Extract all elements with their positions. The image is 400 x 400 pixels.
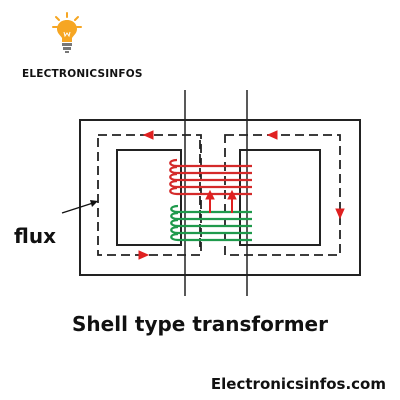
lightbulb-logo-icon bbox=[52, 12, 82, 53]
diagram-caption: Shell type transformer bbox=[72, 312, 328, 336]
website-url: Electronicsinfos.com bbox=[210, 375, 386, 393]
flux-arrow-center-1 bbox=[205, 189, 215, 200]
flux-pointer bbox=[61, 202, 94, 214]
core-window-left bbox=[116, 149, 182, 246]
primary-winding bbox=[169, 158, 252, 196]
flux-arrow-top-right bbox=[266, 130, 278, 140]
core-outer bbox=[79, 119, 361, 276]
flux-arrow-top-left bbox=[142, 130, 154, 140]
core-window-right bbox=[239, 149, 321, 246]
brand-name: ELECTRONICSINFOS bbox=[22, 68, 143, 80]
flux-arrow-right-side bbox=[335, 208, 345, 220]
flux-arrow-bottom-left bbox=[138, 250, 150, 260]
secondary-winding bbox=[170, 204, 252, 242]
flux-label: flux bbox=[14, 224, 56, 248]
flux-arrow-center-2 bbox=[227, 189, 237, 200]
